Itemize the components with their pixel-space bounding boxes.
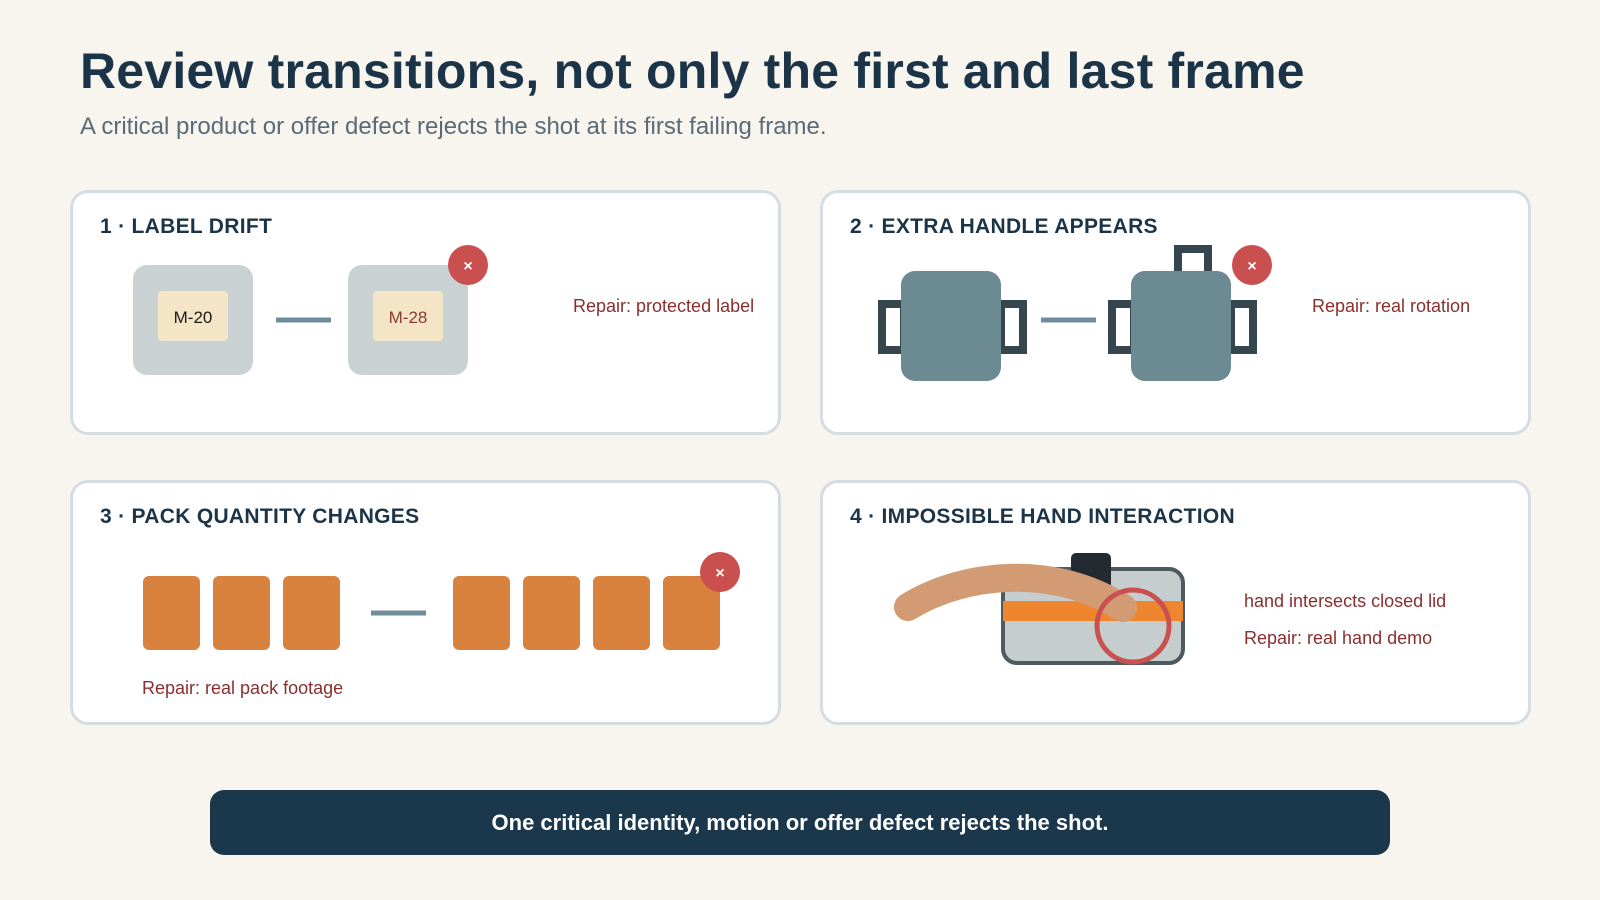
footer-message: One critical identity, motion or offer d…	[491, 809, 1109, 835]
card-pack-quantity: 3 · PACK QUANTITY CHANGES × Repair: real…	[70, 480, 781, 725]
after-case	[1108, 245, 1257, 381]
repair-text: Repair: real rotation	[1312, 296, 1471, 316]
svg-text:×: ×	[1247, 258, 1256, 275]
card-title: 1 · LABEL DRIFT	[100, 215, 273, 238]
hand-interaction-illustration	[894, 553, 1185, 665]
after-pack	[453, 576, 720, 650]
reject-close-icon: ×	[448, 245, 488, 285]
card-hand-interaction: 4 · IMPOSSIBLE HAND INTERACTION hand int…	[820, 480, 1531, 725]
pack-quantity-illustration: ×	[143, 552, 740, 650]
before-pack	[143, 576, 340, 650]
svg-text:×: ×	[463, 258, 472, 275]
svg-text:×: ×	[715, 565, 724, 582]
repair-text: Repair: real hand demo	[1244, 628, 1433, 648]
repair-text: Repair: protected label	[573, 296, 755, 316]
before-label-text: M-20	[174, 308, 213, 327]
label-drift-illustration: M-20 M-28 ×	[133, 245, 488, 375]
reject-close-icon: ×	[700, 552, 740, 592]
extra-handle-illustration: ×	[878, 245, 1272, 381]
repair-text: Repair: real pack footage	[142, 678, 344, 698]
card-title: 2 · EXTRA HANDLE APPEARS	[850, 215, 1158, 238]
card-label-drift: 1 · LABEL DRIFT M-20 M-28 × Repair: prot…	[70, 190, 781, 435]
reject-close-icon: ×	[1232, 245, 1272, 285]
hand-arm	[894, 563, 1137, 622]
intersection-highlight	[1094, 587, 1172, 665]
after-label-text: M-28	[389, 308, 428, 327]
page-title: Review transitions, not only the first a…	[80, 43, 1305, 99]
before-label	[158, 291, 228, 341]
issue-text: hand intersects closed lid	[1244, 591, 1447, 611]
before-case	[878, 271, 1027, 381]
card-title: 3 · PACK QUANTITY CHANGES	[100, 505, 420, 528]
lid-seal	[1003, 601, 1183, 621]
after-label	[373, 291, 443, 341]
page-subtitle: A critical product or offer defect rejec…	[80, 113, 827, 140]
footer-message-bar: One critical identity, motion or offer d…	[210, 790, 1390, 855]
card-title: 4 · IMPOSSIBLE HAND INTERACTION	[850, 505, 1235, 528]
card-extra-handle: 2 · EXTRA HANDLE APPEARS × Repair: real …	[820, 190, 1531, 435]
